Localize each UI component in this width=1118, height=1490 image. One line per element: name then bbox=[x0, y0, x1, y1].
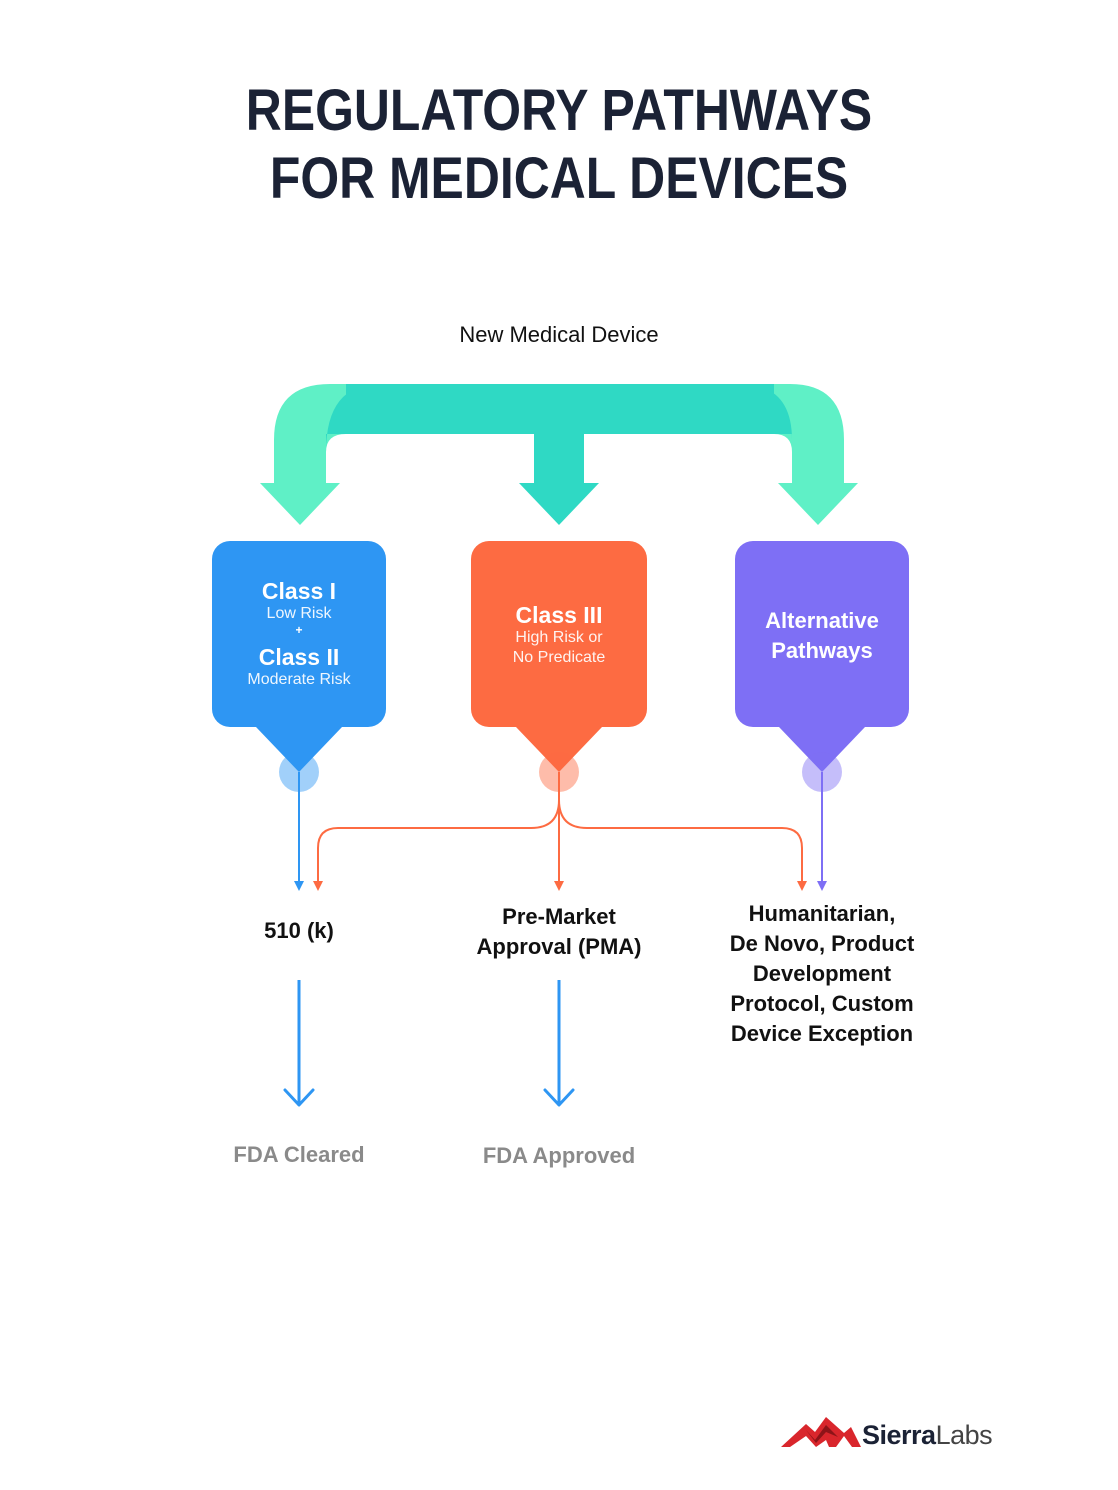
pathway-alt-line4: Protocol, Custom bbox=[730, 991, 914, 1016]
class3-box-shape bbox=[471, 541, 647, 792]
class12-box[interactable]: Class I Low Risk + Class II Moderate Ris… bbox=[211, 578, 387, 690]
arrowhead-center bbox=[519, 483, 599, 525]
center-stem bbox=[534, 430, 584, 485]
class1-title: Class I bbox=[261, 578, 337, 604]
class3-risk-line2: No Predicate bbox=[512, 649, 606, 666]
alternative-title-line2: Pathways bbox=[771, 638, 873, 663]
pathway-alt-line1: Humanitarian, bbox=[748, 901, 896, 926]
pathway-pma-line2: Approval (PMA) bbox=[476, 934, 642, 959]
connector-class3-to-510k bbox=[313, 799, 560, 891]
bracket-center-bar bbox=[346, 384, 774, 434]
outcome-fda-cleared: FDA Cleared bbox=[233, 1142, 365, 1167]
arrowhead-left bbox=[260, 483, 340, 525]
class3-risk-line1: High Risk or bbox=[515, 629, 603, 646]
alternative-box[interactable]: Alternative Pathways bbox=[734, 606, 910, 666]
page-title-line-2: FOR MEDICAL DEVICES bbox=[269, 146, 849, 211]
alternative-title-line1: Alternative bbox=[765, 608, 879, 633]
pathway-alt-line2: De Novo, Product bbox=[729, 931, 915, 956]
alternative-box-shape bbox=[735, 541, 909, 792]
class3-title: Class III bbox=[515, 602, 603, 628]
pathway-alt-line3: Development bbox=[752, 961, 892, 986]
connector-class3-to-alternative bbox=[558, 799, 807, 891]
class2-title: Class II bbox=[258, 644, 340, 670]
class3-box[interactable]: Class III High Risk or No Predicate bbox=[471, 602, 647, 668]
pathway-alternatives: Humanitarian, De Novo, Product Developme… bbox=[702, 899, 942, 1049]
sierralabs-logo-icon bbox=[781, 1417, 861, 1447]
page-title-line-1: REGULATORY PATHWAYS bbox=[245, 78, 873, 143]
logo-text-bold: Sierra bbox=[862, 1420, 936, 1450]
pathway-pma-line1: Pre-Market bbox=[502, 904, 616, 929]
logo-text-light: Labs bbox=[935, 1420, 993, 1450]
arrow-510k-to-cleared bbox=[283, 980, 315, 1107]
pathway-510k: 510 (k) bbox=[264, 918, 334, 943]
arrow-pma-to-approved bbox=[543, 980, 575, 1107]
root-node-label: New Medical Device bbox=[459, 322, 659, 347]
sierralabs-logo: SierraLabs bbox=[862, 1420, 993, 1451]
outcome-fda-approved: FDA Approved bbox=[482, 1143, 636, 1168]
class2-risk: Moderate Risk bbox=[247, 671, 351, 688]
pathway-pma: Pre-Market Approval (PMA) bbox=[439, 902, 679, 962]
plus-sign: + bbox=[295, 623, 303, 637]
pathway-alt-line5: Device Exception bbox=[730, 1021, 914, 1046]
class1-risk: Low Risk bbox=[266, 605, 332, 622]
arrowhead-right bbox=[778, 483, 858, 525]
root-distribution-arrows bbox=[260, 384, 858, 525]
